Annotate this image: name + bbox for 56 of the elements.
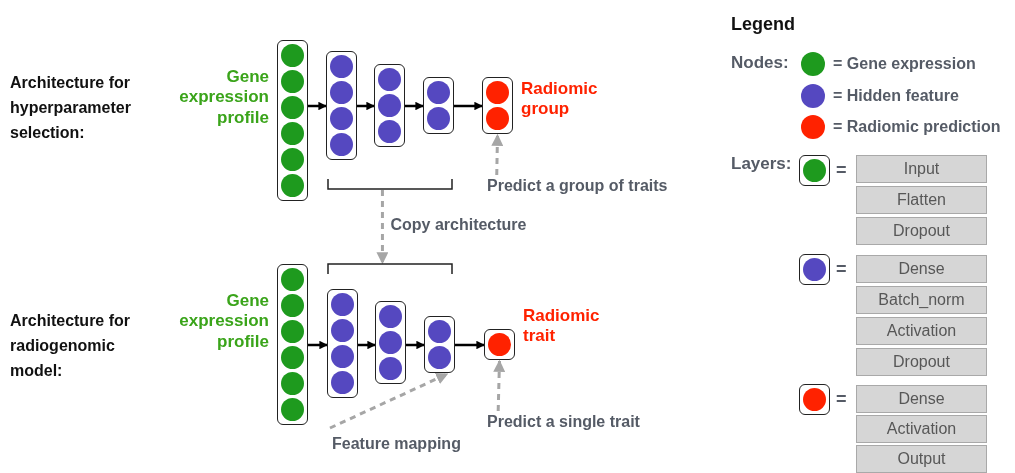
equals-sign: = [836,160,847,181]
legend-text: = Gene expression [833,55,976,73]
layer-box [484,329,515,360]
layer-type-box: Dropout [856,217,987,245]
label-text: Architecture for radiogenomic model: [10,311,132,381]
arrow [358,340,376,350]
annotation-text: Predict a group of traits [487,175,682,197]
layer-box [375,301,406,384]
layer-box [277,40,308,201]
label-text: Layers: [731,154,792,174]
layer-type-box: Flatten [856,186,987,214]
layer-box [374,64,405,147]
legend-text: = Hidden feature [833,87,959,105]
annotation-text: Predict a single trait [487,411,659,433]
bracket [327,178,453,190]
layer-type-box: Activation [856,415,987,443]
layer-box [482,77,513,134]
annotation-text: Feature mapping [332,433,474,455]
arrow [405,101,424,111]
layer-box [423,77,454,134]
dashed-arrow [491,133,504,176]
arrow [308,101,327,111]
layer-type-box: Activation [856,317,987,345]
arrow [455,340,485,350]
label-text: Nodes: [731,53,789,73]
arrow [454,101,483,111]
equals-sign: = [836,389,847,410]
layer-box [799,384,830,415]
layer-caption: Gene expression profile [179,67,269,129]
layer-type-box: Input [856,155,987,183]
layer-box [326,51,357,160]
layer-type-box: Dense [856,255,987,283]
arrow [357,101,375,111]
label-text: Architecture for hyperparameter selection: [10,73,132,143]
edge-label: Copy architecture [388,215,529,234]
layer-caption: Radiomic group [521,79,599,120]
layer-box [799,155,830,186]
layer-box [327,289,358,398]
layer-caption: Gene expression profile [179,291,269,353]
legend-text: = Radiomic prediction [833,118,1001,136]
label-text: Legend [731,14,795,35]
layer-box [277,264,308,425]
layer-box [424,316,455,373]
dashed-arrow [329,372,449,430]
layer-box [799,254,830,285]
equals-sign: = [836,259,847,280]
arrow [406,340,425,350]
layer-caption: Radiomic trait [523,306,601,347]
layer-type-box: Dropout [856,348,987,376]
layer-type-box: Output [856,445,987,473]
dashed-arrow [493,359,506,412]
layer-type-box: Batch_norm [856,286,987,314]
arrow [308,340,328,350]
bracket [327,263,453,275]
layer-type-box: Dense [856,385,987,413]
dashed-arrow [376,190,389,265]
